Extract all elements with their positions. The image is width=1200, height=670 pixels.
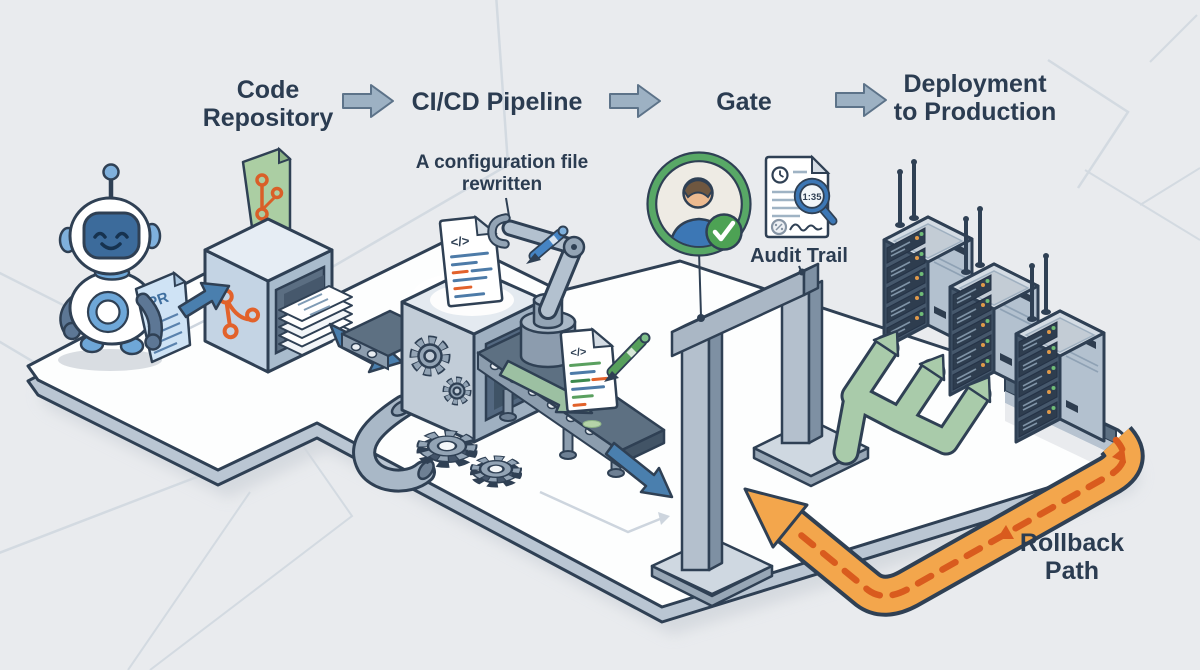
step-label-code-repository: Code	[237, 76, 300, 104]
robot-face	[82, 211, 141, 260]
config-note-line2: rewritten	[462, 174, 542, 195]
config-annotation: A configuration file rewritten	[416, 152, 588, 217]
gear-icon-machine-1	[409, 335, 451, 377]
rollback-arrowhead	[743, 487, 809, 549]
flow-arrow-icon-3	[835, 83, 887, 117]
rollback-path	[743, 425, 1145, 617]
pen-icon-blue	[526, 225, 569, 264]
gate-pillar-left	[680, 336, 711, 572]
paint-splat	[582, 420, 602, 428]
deploy-fork-arrow	[832, 329, 992, 466]
audit-trail-label: Audit Trail	[750, 245, 848, 267]
gear-icon-floor-2	[470, 455, 522, 488]
rollback-label-line2: Path	[1045, 557, 1099, 585]
flow-arrow-icon-2	[609, 84, 661, 118]
step-label-gate: Gate	[716, 88, 772, 116]
step-label-code-repository-2: Repository	[203, 104, 334, 132]
git-branch-icon-box	[217, 288, 261, 340]
magnifier-value: 1:35	[802, 192, 822, 203]
step-label-cicd-pipeline: CI/CD Pipeline	[412, 88, 583, 116]
header-flow: Code Repository CI/CD Pipeline Gate Depl…	[203, 70, 1057, 132]
rollback-dash-arrow-2	[997, 525, 1014, 539]
gate-pillar-right	[780, 286, 811, 445]
rollback-label-line1: Rollback	[1020, 529, 1124, 557]
magnifier-icon	[795, 179, 829, 213]
config-doc-output: </>	[559, 327, 619, 413]
code-glyph-1: </>	[450, 233, 471, 250]
config-note-line1: A configuration file	[416, 152, 588, 173]
config-pointer-line	[505, 197, 510, 217]
rollback-label: Rollback Path	[1020, 529, 1124, 585]
pr-document: PR	[134, 270, 192, 364]
arrow-pr-to-repo	[177, 281, 231, 319]
step-label-deployment: Deployment	[903, 70, 1047, 98]
signature-icon	[789, 223, 823, 232]
gear-icon-floor-1	[416, 430, 478, 468]
code-glyph-2: </>	[570, 346, 587, 359]
arrow-pipeline-to-gate	[604, 441, 674, 499]
step-label-deployment-2: to Production	[894, 98, 1056, 126]
avatar-connector-line	[698, 250, 702, 317]
rollback-dash-arrow-1	[1112, 447, 1126, 463]
robot-right-hand	[144, 333, 162, 351]
gear-icon-machine-2	[442, 376, 472, 406]
flow-arrow-icon-1	[342, 84, 394, 118]
robot-shadow	[58, 349, 162, 371]
audit-document: 1:35 Audit Trail	[750, 154, 848, 276]
rollback-dashed-line	[792, 436, 1127, 599]
robotic-arm-icon	[487, 213, 586, 369]
git-branch-icon-file	[255, 173, 284, 221]
avatar-hair	[682, 179, 714, 199]
config-doc-input: </>	[438, 214, 504, 308]
approver-avatar	[646, 151, 752, 322]
pen-icon-green	[604, 332, 651, 382]
robot-icon	[58, 163, 162, 371]
